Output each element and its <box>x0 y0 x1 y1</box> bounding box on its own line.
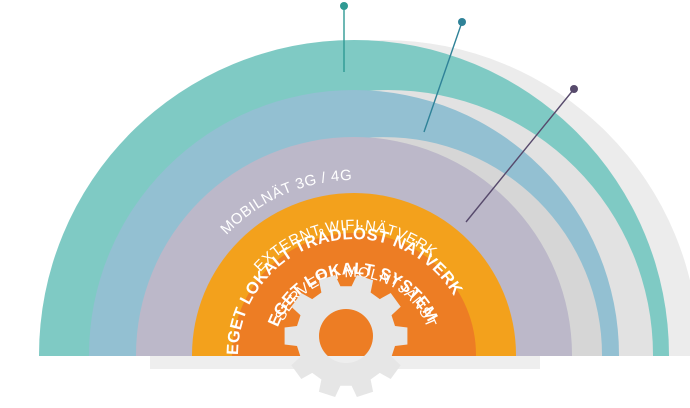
pointer-server <box>465 85 578 223</box>
pointer-externt-wifi <box>423 18 466 133</box>
gear-icon <box>284 275 408 397</box>
pointer-mobilnat <box>340 2 348 72</box>
